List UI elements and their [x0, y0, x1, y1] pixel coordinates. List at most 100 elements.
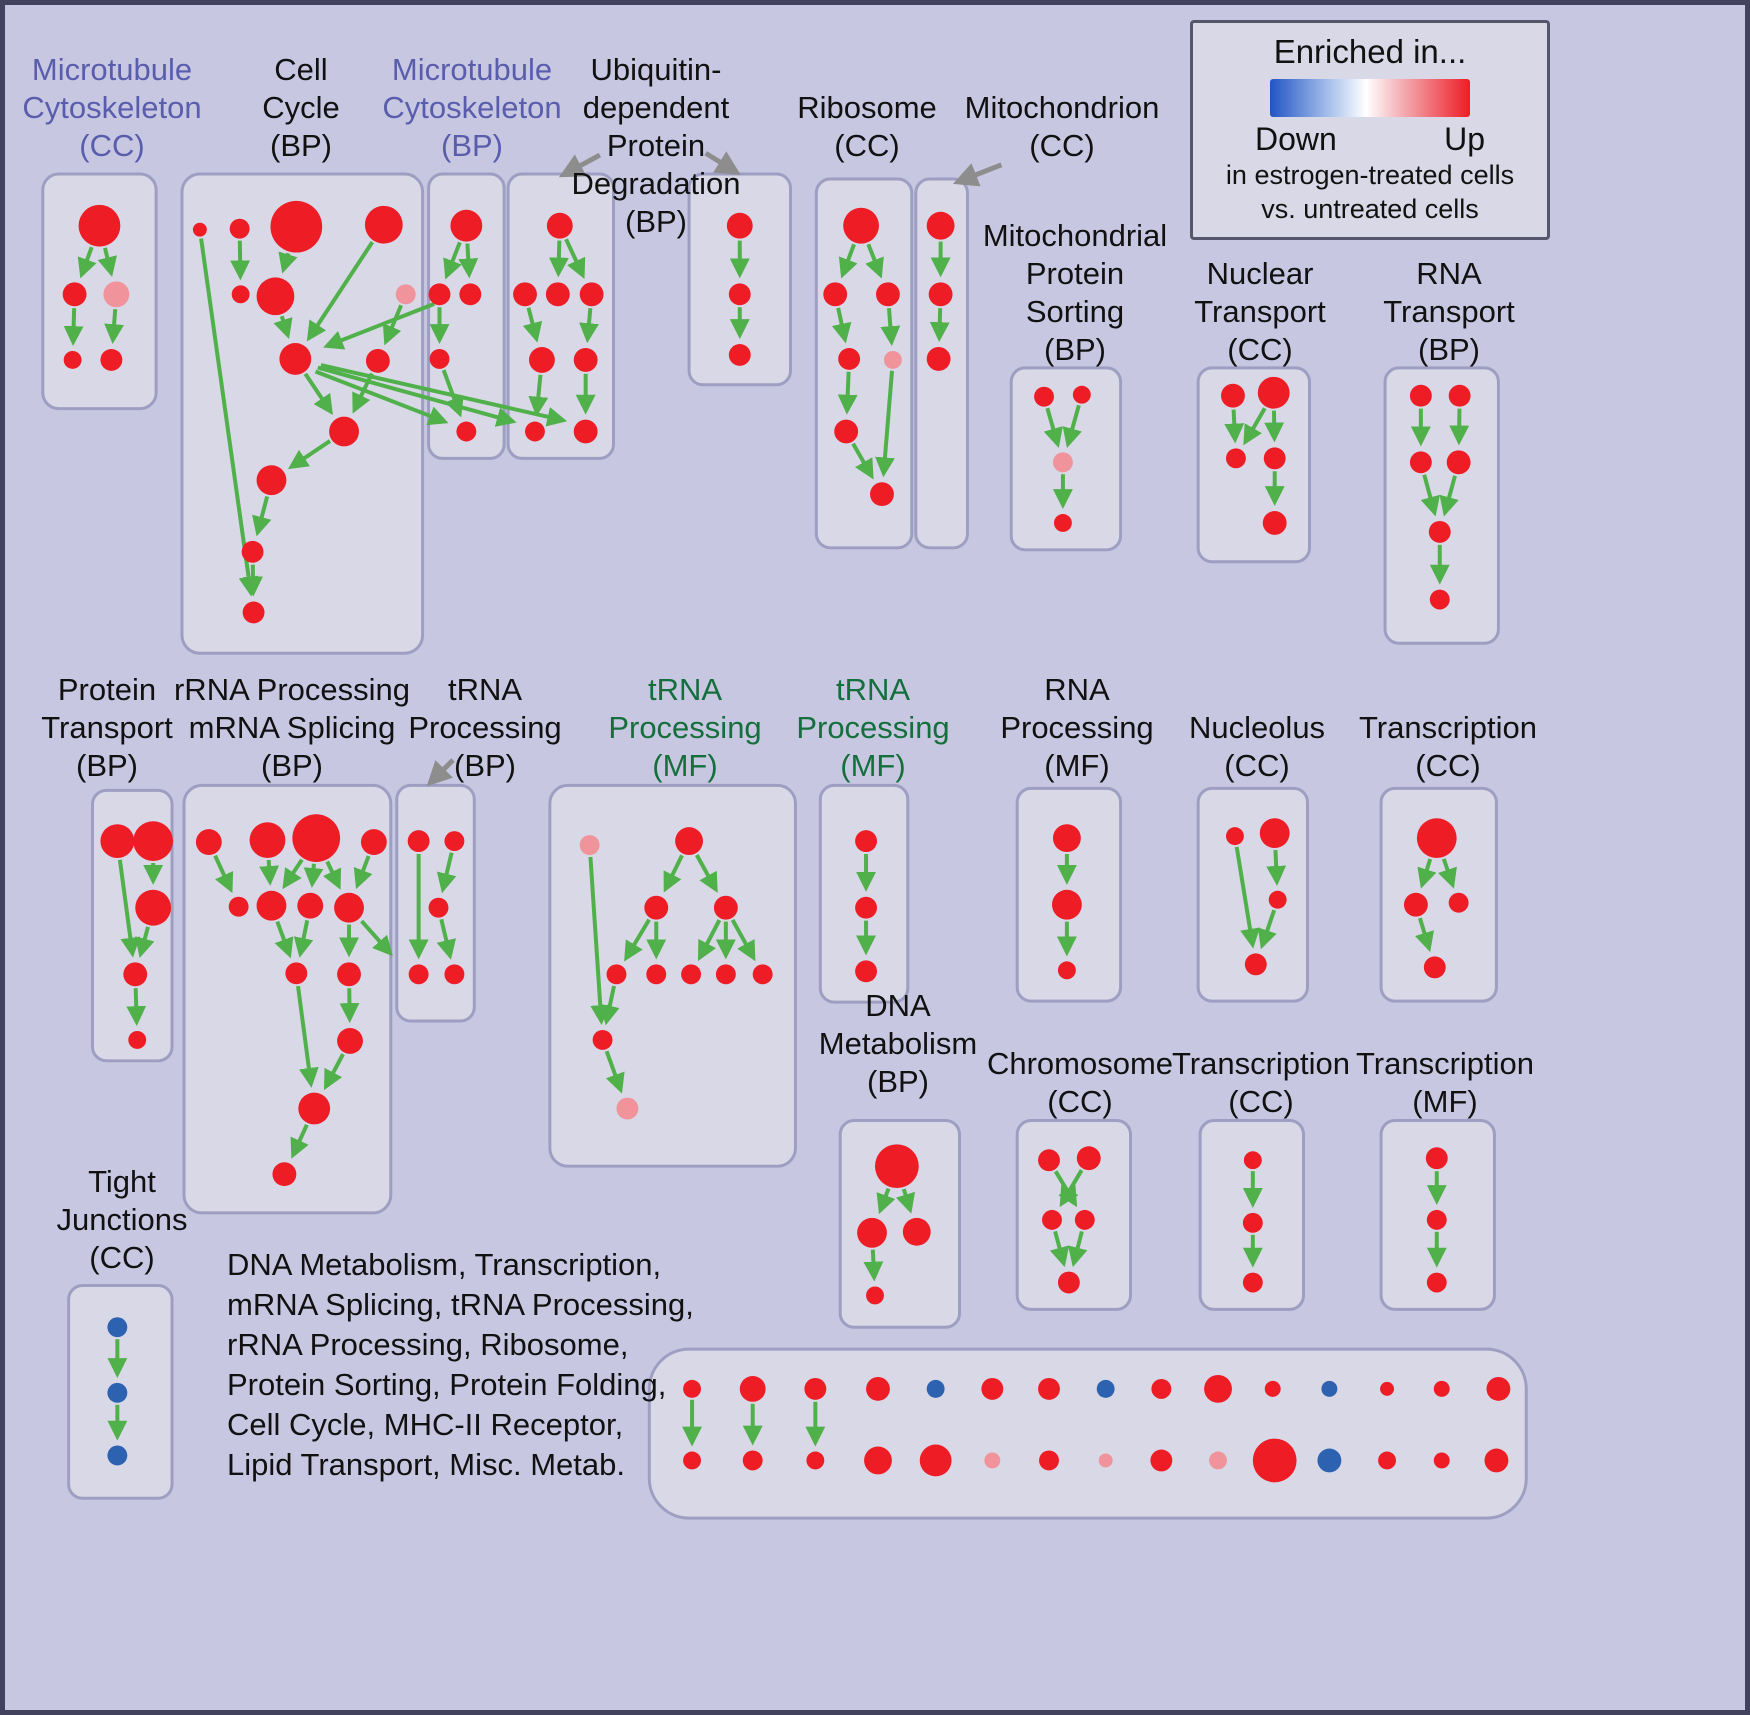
edge-arrow	[663, 854, 684, 893]
edge-arrow	[929, 308, 950, 343]
go-term-node	[1242, 1212, 1263, 1233]
edge-arrow	[213, 854, 234, 894]
edge-arrow	[274, 920, 294, 959]
edge-arrow	[522, 307, 543, 343]
go-term-node	[297, 892, 324, 919]
edge-arrow	[865, 243, 884, 279]
cluster-panel-microtubule-cytoskeleton-cc	[41, 172, 158, 411]
go-term-node	[1053, 514, 1072, 532]
go-term-node	[1426, 1272, 1447, 1293]
legend-up-label: Up	[1444, 121, 1485, 157]
go-term-node	[1098, 1453, 1113, 1468]
go-term-node	[513, 282, 537, 307]
edge-arrow	[323, 302, 435, 350]
go-term-node	[298, 1092, 331, 1125]
go-term-node	[1433, 1452, 1450, 1469]
go-term-node	[285, 962, 308, 985]
edge-arrow	[63, 308, 84, 347]
go-term-node	[739, 1375, 766, 1402]
go-term-node	[1096, 1379, 1115, 1398]
edge-arrow	[278, 251, 298, 274]
go-term-node	[525, 421, 545, 442]
edge-arrow	[1414, 917, 1434, 953]
go-term-node	[279, 343, 312, 375]
legend-title: Enriched in...	[1273, 33, 1467, 70]
go-term-node	[429, 348, 450, 369]
go-term-node	[133, 821, 174, 861]
go-term-node	[1378, 1451, 1397, 1470]
go-term-node	[1403, 892, 1428, 917]
edge-arrow	[952, 162, 1003, 187]
go-term-node	[579, 282, 604, 307]
edge-arrow	[230, 240, 251, 281]
go-term-node	[192, 222, 207, 237]
edge-arrow	[306, 241, 374, 342]
go-term-node	[592, 1029, 613, 1050]
go-term-node	[1150, 1449, 1173, 1472]
edge-arrow	[895, 1188, 916, 1214]
edge-arrow	[353, 855, 373, 890]
go-term-node	[128, 1030, 147, 1049]
go-term-node	[407, 830, 430, 853]
go-term-node	[742, 1450, 763, 1471]
go-term-node	[228, 896, 249, 917]
go-term-node	[646, 964, 667, 985]
edge-arrow	[287, 439, 332, 470]
go-term-node	[683, 1379, 701, 1398]
legend-gradient-bar	[1270, 79, 1470, 117]
edge-arrow	[273, 315, 293, 340]
go-term-node	[902, 1217, 931, 1246]
edge-arrow	[1243, 407, 1267, 446]
go-term-node	[103, 281, 130, 308]
go-term-node	[864, 1446, 892, 1475]
edge-arrow	[604, 1050, 625, 1094]
go-term-node	[644, 895, 669, 920]
edge-arrow	[252, 496, 272, 537]
edge-arrow	[458, 243, 479, 279]
go-term-node	[728, 344, 751, 366]
go-term-node	[1429, 589, 1450, 610]
go-term-node	[834, 419, 859, 444]
go-term-node	[1209, 1451, 1227, 1470]
edge-arrow	[558, 152, 602, 178]
go-term-node	[1244, 953, 1267, 976]
go-term-node	[855, 896, 877, 919]
go-term-node	[195, 829, 222, 856]
go-term-node	[1221, 383, 1245, 408]
edge-arrow	[1266, 849, 1287, 886]
go-term-node	[428, 283, 451, 306]
go-term-node	[1446, 450, 1471, 475]
go-term-node	[459, 283, 482, 306]
go-term-node	[256, 890, 287, 921]
go-term-node	[1151, 1378, 1172, 1399]
go-term-node	[1252, 1438, 1297, 1483]
edge-arrow	[303, 372, 333, 415]
edge-arrow	[1257, 909, 1277, 950]
edge-arrow	[117, 859, 141, 958]
edges-layer	[63, 151, 1470, 1447]
edge-arrow	[564, 238, 586, 279]
go-term-node	[1225, 448, 1246, 469]
go-term-node	[728, 283, 751, 306]
legend-box: Enriched in... Down Up in estrogen-treat…	[1190, 20, 1550, 240]
edge-arrow	[443, 241, 462, 280]
edge-arrow	[831, 307, 852, 344]
edge-arrow	[837, 371, 858, 415]
go-term-node	[249, 822, 286, 858]
edge-arrow	[135, 926, 155, 958]
go-term-node	[229, 218, 250, 239]
edge-arrow	[303, 863, 324, 888]
go-term-node	[675, 827, 703, 856]
go-term-node	[444, 964, 465, 985]
misc-line: Lipid Transport, Misc. Metab.	[227, 1447, 625, 1482]
go-term-node	[1268, 890, 1287, 909]
edge-arrow	[360, 919, 393, 957]
edge-arrow	[1049, 1230, 1070, 1268]
go-term-node	[1433, 1380, 1450, 1397]
edge-arrow	[290, 1123, 309, 1159]
edge-arrow	[876, 1187, 896, 1215]
go-term-node	[1448, 892, 1469, 913]
go-term-node	[1262, 511, 1287, 535]
go-term-node	[1242, 1272, 1263, 1293]
go-term-node	[823, 282, 848, 307]
